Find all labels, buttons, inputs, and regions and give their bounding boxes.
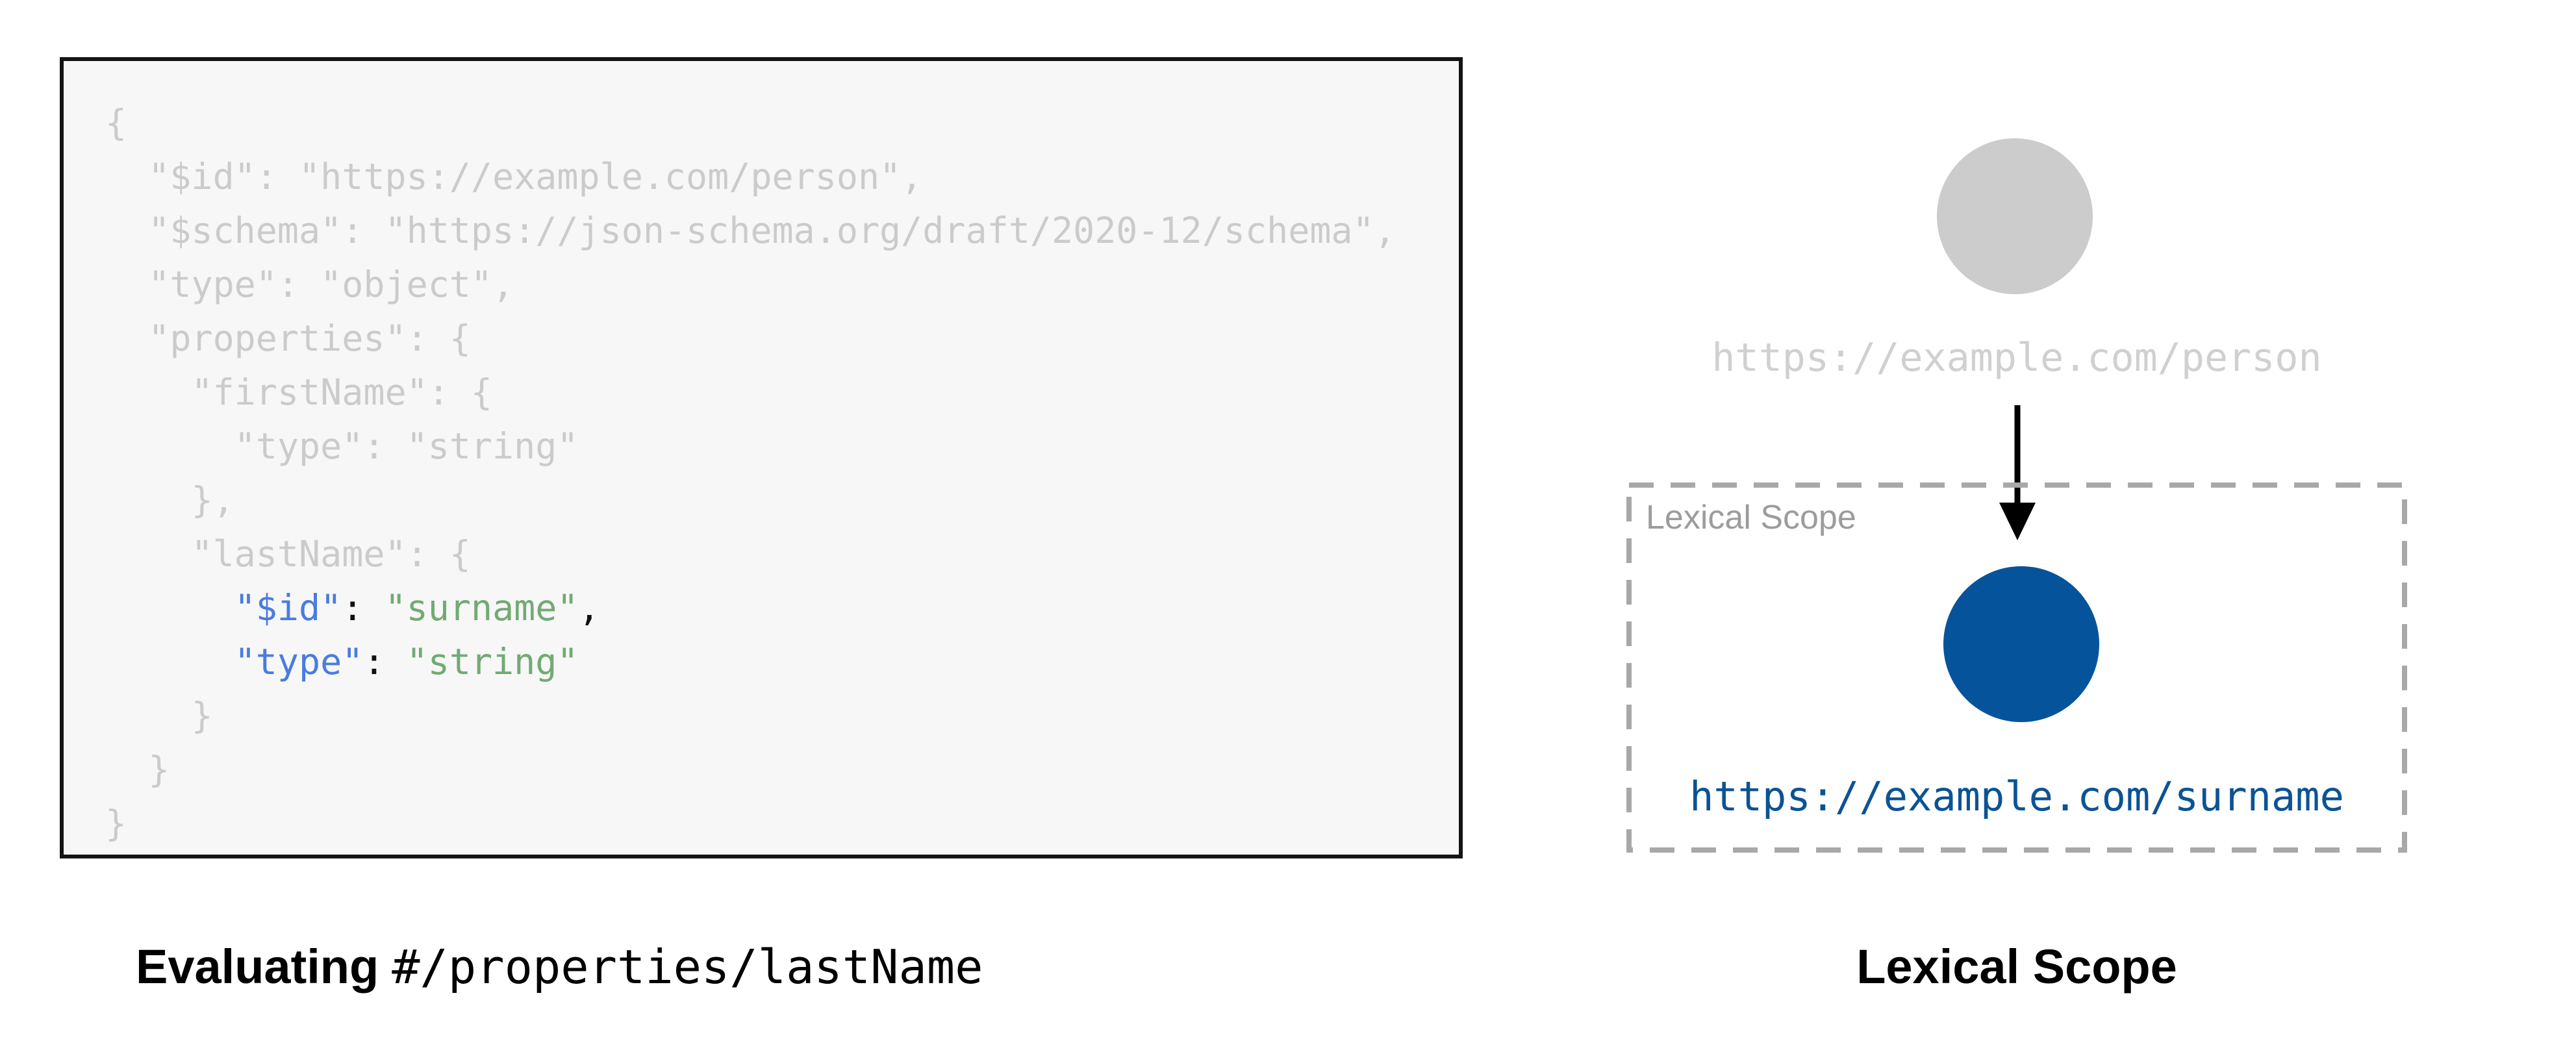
- code-line: },: [105, 479, 234, 521]
- code-line: }: [105, 695, 213, 736]
- code-line: "firstName": {: [105, 371, 493, 413]
- code-line: "lastName": {: [105, 533, 471, 575]
- code-line: }: [105, 749, 170, 790]
- lexical-scope-box: Lexical Scope: [1626, 482, 2407, 853]
- schema-code-panel: { "$id": "https://example.com/person", "…: [60, 57, 1463, 858]
- arrow-down-icon: [1999, 405, 2036, 540]
- surname-schema-node: [1943, 566, 2099, 722]
- code-line: "$schema": "https://json-schema.org/draf…: [105, 210, 1396, 251]
- code-line: "$id": "surname",: [234, 587, 600, 629]
- lexical-scope-box-label: Lexical Scope: [1646, 499, 1856, 536]
- code-line: "type": "object",: [105, 264, 514, 305]
- json-schema-code: { "$id": "https://example.com/person", "…: [64, 61, 1459, 851]
- surname-schema-uri: https://example.com/surname: [1689, 773, 2344, 820]
- code-line: "$id": "https://example.com/person",: [105, 156, 923, 197]
- code-line: {: [105, 102, 127, 144]
- left-caption-json-pointer: #/properties/lastName: [392, 940, 983, 994]
- code-line: }: [105, 803, 127, 844]
- left-caption-evaluating-label: Evaluating: [136, 940, 379, 994]
- arrow-head: [1999, 503, 2036, 540]
- person-schema-node: [1937, 138, 2093, 294]
- left-caption: Evaluating#/properties/lastName: [136, 939, 983, 994]
- lexical-scope-dashed-border: [1626, 482, 2407, 853]
- right-caption-lexical-scope: Lexical Scope: [1856, 940, 2177, 994]
- code-line: "type": "string": [105, 425, 579, 467]
- code-line: "properties": {: [105, 318, 471, 359]
- person-schema-uri: https://example.com/person: [1711, 335, 2322, 381]
- code-line: "type": "string": [234, 641, 579, 682]
